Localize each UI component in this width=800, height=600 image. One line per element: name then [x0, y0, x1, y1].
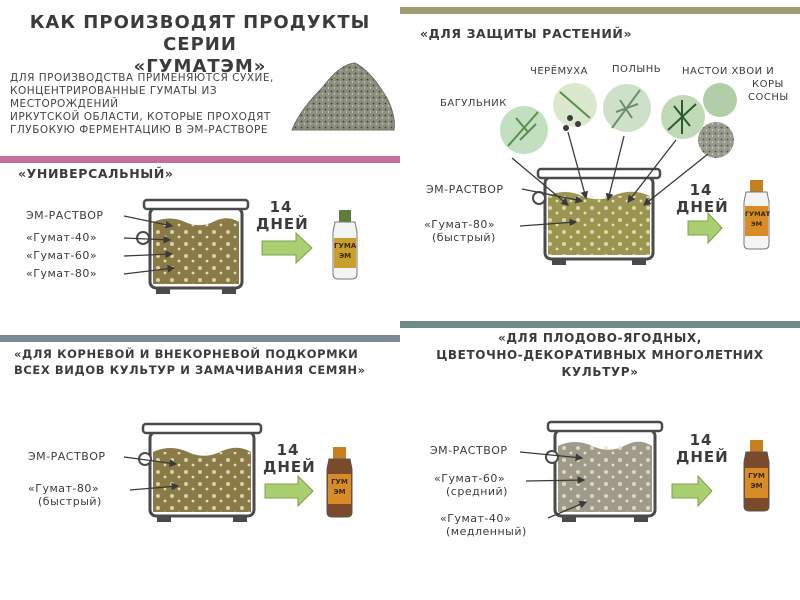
main-title: Как производят продукты серии «ГуматЭМ» [10, 12, 390, 78]
bottle-fruit-text2: ЭМ [750, 482, 763, 490]
section-bar-universal [0, 156, 400, 163]
label-fruit-humate60-note: (средний) [446, 485, 508, 498]
plant-label-pine-line3: сосны [748, 92, 789, 103]
label-protection-humate80-note: (быстрый) [432, 231, 496, 244]
days-universal-number: 14 [269, 198, 293, 216]
intro-text: Для производства применяются сухие, конц… [10, 72, 300, 137]
section-title-fruit: «Для плодово-ягодных, цветочно-декоратив… [410, 330, 790, 381]
bagulnik-plant-icon [500, 106, 548, 154]
days-protection: 14 дней [676, 181, 729, 216]
plant-label-pine-line1: настои хвои и [682, 66, 775, 77]
pot-root-icon [138, 422, 263, 522]
bottle-universal-text1: ГУМА [334, 242, 357, 250]
section-title-universal: «Универсальный» [18, 166, 174, 181]
intro-line3: Иркутской области, которые проходят [10, 111, 271, 123]
pine-bark-icon [703, 83, 737, 117]
cheremukha-plant-icon [553, 83, 597, 127]
section-title-fruit-line3: культур» [561, 365, 639, 379]
main-title-line2: «ГуматЭМ» [133, 56, 267, 77]
pine-needles-icon [661, 95, 705, 139]
days-protection-word: дней [676, 198, 729, 216]
days-fruit-word: дней [676, 448, 729, 466]
section-title-root: «Для корневой и внекорневой подкормки вс… [14, 346, 394, 378]
label-fruit-humate60: «Гумат-60» [434, 472, 506, 485]
plant-label-pine-line2: коры [752, 79, 784, 90]
label-root-em: ЭМ-раствор [28, 450, 106, 463]
bottle-root-text2: ЭМ [333, 488, 346, 496]
section-title-root-line1: «Для корневой и внекорневой подкормки [14, 347, 359, 361]
days-fruit-number: 14 [689, 431, 713, 449]
days-root: 14 дней [263, 441, 316, 476]
section-title-fruit-line1: «Для плодово-ягодных, [498, 331, 702, 345]
plant-label-cheremukha: черёмуха [530, 66, 588, 77]
section-bar-root [0, 335, 400, 342]
section-title-protection: «Для защиты растений» [420, 26, 633, 41]
intro-line2: концентрированные гуматы из месторождени… [10, 85, 218, 110]
arrow-root-icon [264, 474, 314, 508]
days-universal: 14 дней [256, 198, 309, 233]
label-universal-humate40: «Гумат-40» [26, 231, 98, 244]
bottle-fruit-text1: ГУМ [748, 472, 765, 480]
days-root-word: дней [263, 458, 316, 476]
bottle-root-label: ГУМ ЭМ [328, 477, 351, 497]
label-fruit-em: ЭМ-раствор [430, 444, 508, 457]
bottle-root-text1: ГУМ [331, 478, 348, 486]
label-universal-humate80: «Гумат-80» [26, 267, 98, 280]
arrow-fruit-icon [671, 474, 713, 508]
polyn-plant-icon [603, 84, 651, 132]
section-bar-fruit [400, 321, 800, 328]
label-root-humate80-note: (быстрый) [38, 495, 102, 508]
pot-universal-icon [136, 198, 250, 294]
arrow-protection-icon [687, 211, 723, 245]
bottle-protection-label: ГУМАТ ЭМ [745, 209, 771, 229]
bottle-protection-text2: ЭМ [750, 220, 763, 228]
bottle-fruit-label: ГУМ ЭМ [745, 471, 768, 491]
bottle-protection-text1: ГУМАТ [745, 210, 771, 218]
section-title-fruit-line2: цветочно-декоративных многолетних [436, 348, 764, 362]
label-fruit-humate40-note: (медленный) [446, 525, 527, 538]
label-fruit-humate40: «Гумат-40» [440, 512, 512, 525]
days-protection-number: 14 [689, 181, 713, 199]
pot-protection-icon [532, 167, 662, 265]
days-root-number: 14 [276, 441, 300, 459]
label-universal-em: ЭМ-раствор [26, 209, 104, 222]
section-bar-protection [400, 7, 800, 14]
label-protection-em: ЭМ-раствор [426, 183, 504, 196]
days-fruit: 14 дней [676, 431, 729, 466]
label-protection-humate80: «Гумат-80» [424, 218, 496, 231]
intro-line1: Для производства применяются сухие, [10, 72, 274, 84]
label-root-humate80: «Гумат-80» [28, 482, 100, 495]
intro-line4: глубокую ферментацию в ЭМ-растворе [10, 124, 268, 136]
plant-label-bagulnik: багульник [440, 98, 507, 109]
main-title-line1: Как производят продукты серии [29, 12, 371, 55]
pot-fruit-icon [545, 420, 664, 522]
label-universal-humate60: «Гумат-60» [26, 249, 98, 262]
section-title-root-line2: всех видов культур и замачивания семян» [14, 363, 366, 377]
bottle-universal-label: ГУМА ЭМ [334, 241, 356, 261]
plant-label-polyn: полынь [612, 64, 662, 75]
arrow-universal-icon [261, 231, 313, 265]
bottle-universal-text2: ЭМ [338, 252, 352, 260]
days-universal-word: дней [256, 215, 309, 233]
